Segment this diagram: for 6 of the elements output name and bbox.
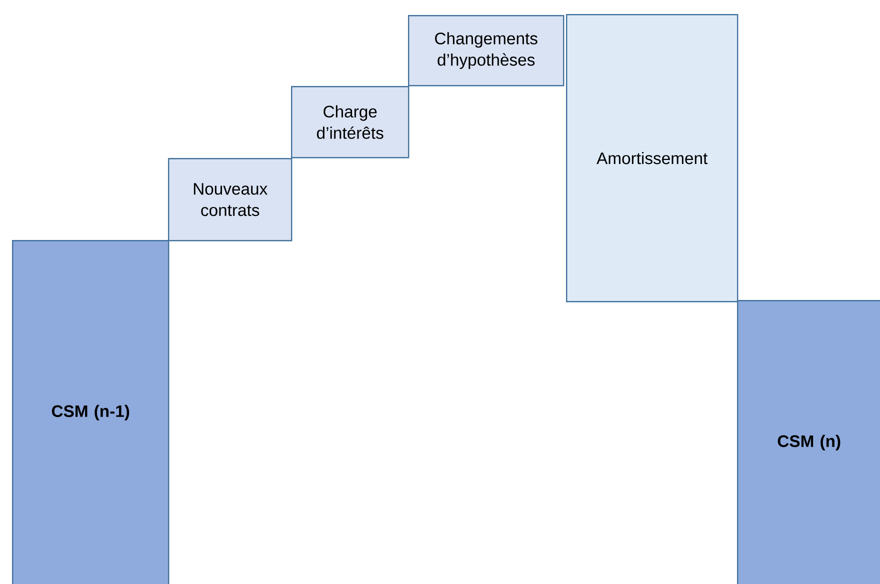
change-bar: Nouveaux contrats [168,158,292,242]
total-bar: CSM (n) [737,300,880,584]
change-bar: Charge d’intérêts [291,86,410,158]
change-bar: Changements d’hypothèses [408,15,564,86]
total-bar: CSM (n-1) [12,240,170,584]
change-bar: Amortissement [566,14,738,302]
